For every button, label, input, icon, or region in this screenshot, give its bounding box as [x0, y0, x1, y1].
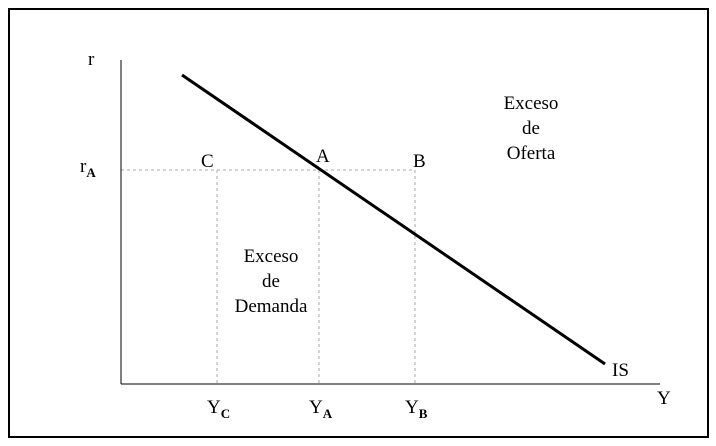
excess-demand-line-2: de [262, 271, 280, 292]
y-axis-label: r [88, 49, 95, 70]
r-a-label: rA [80, 156, 96, 180]
x-tick-ya-main: Y [309, 397, 323, 418]
excess-demand-line-1: Exceso [244, 246, 299, 267]
r-a-label-sub: A [86, 165, 96, 180]
x-tick-yb-sub: B [419, 406, 428, 421]
point-b-label: B [413, 151, 426, 172]
x-tick-yb-main: Y [405, 397, 419, 418]
excess-demand-line-3: Demanda [235, 296, 308, 317]
figure-frame [8, 8, 709, 438]
x-tick-yc-main: Y [207, 397, 221, 418]
excess-supply-line-1: Exceso [504, 93, 559, 114]
r-a-label-main: r [80, 156, 87, 177]
x-tick-yb: YB [405, 397, 428, 421]
x-tick-yc: YC [207, 397, 230, 421]
x-tick-ya-sub: A [323, 406, 333, 421]
x-axis-label: Y [657, 388, 671, 409]
excess-supply-line-3: Oferta [507, 143, 556, 164]
is-curve [181, 73, 606, 366]
x-tick-yc-sub: C [221, 406, 230, 421]
point-c-label: C [201, 151, 214, 172]
excess-supply-line-2: de [522, 118, 540, 139]
is-curve-label: IS [612, 360, 629, 381]
point-a-label: A [316, 146, 330, 167]
x-tick-ya: YA [309, 397, 333, 421]
